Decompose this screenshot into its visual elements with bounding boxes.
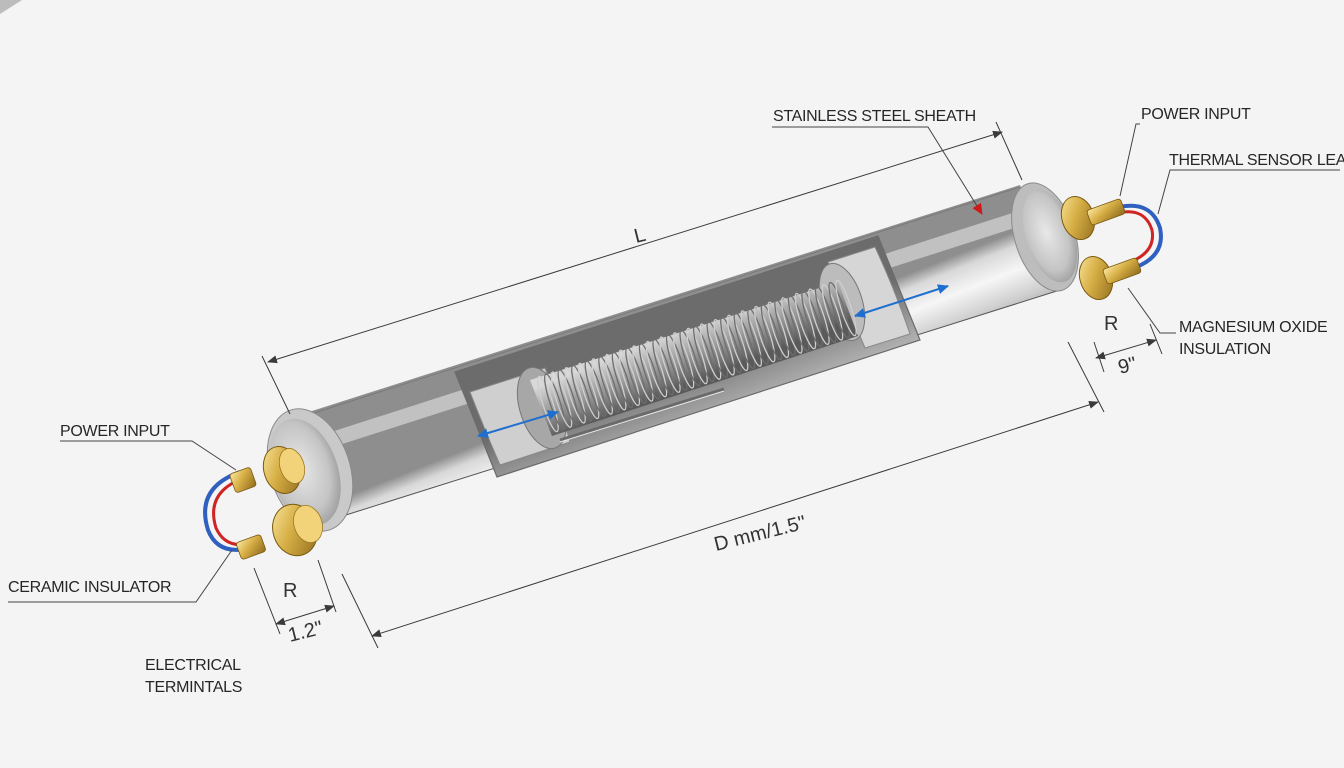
radius-left-label: R [283, 580, 297, 602]
length-dimension-line [267, 130, 1003, 364]
radius-left-dimension-line [275, 604, 335, 626]
thermal-sensor-lead-label: THERMAL SENSOR LEAD [1169, 152, 1344, 169]
diameter-label: D mm/1.5" [712, 512, 808, 556]
radius-right-label: R [1104, 313, 1118, 335]
magnesium-oxide-label-line2: INSULATION [1179, 341, 1271, 358]
radius-right-value: 9" [1116, 353, 1139, 379]
electrical-terminals-label-line1: ELECTRICAL [145, 657, 241, 674]
sheath-leader [772, 126, 983, 215]
cutaway-cavity [454, 235, 921, 478]
diameter-extension-left [341, 573, 379, 649]
length-extension-left [261, 355, 291, 415]
power-input-right-leader [1119, 123, 1140, 197]
left-electrical-terminals [203, 446, 323, 560]
radius-left-extension-b [317, 559, 337, 613]
magnesium-oxide-label-line1: MAGNESIUM OXIDE [1179, 319, 1327, 336]
radius-right-dimension-line [1095, 338, 1157, 360]
power-input-left-leader [60, 440, 237, 471]
power-input-left-label: POWER INPUT [60, 423, 170, 440]
radius-left-value: 1.2" [286, 617, 325, 647]
magnesium-oxide-leader [1127, 287, 1176, 334]
length-extension-right [995, 121, 1023, 181]
stainless-steel-sheath-label: STAINLESS STEEL SHEATH [773, 108, 976, 125]
ceramic-insulator-leader [8, 549, 233, 603]
ceramic-insulator-label: CERAMIC INSULATOR [8, 579, 171, 596]
corner-mark [0, 0, 22, 14]
electrical-terminals-label-line2: TERMINTALS [145, 679, 242, 696]
diameter-extension-right [1067, 341, 1105, 413]
diameter-dimension-line [371, 400, 1099, 638]
thermal-sensor-leader [1157, 169, 1340, 215]
radius-right-extension-b [1149, 323, 1163, 355]
power-input-right-label: POWER INPUT [1141, 106, 1251, 123]
right-electrical-terminals [1060, 196, 1163, 300]
length-label: L [632, 224, 648, 248]
